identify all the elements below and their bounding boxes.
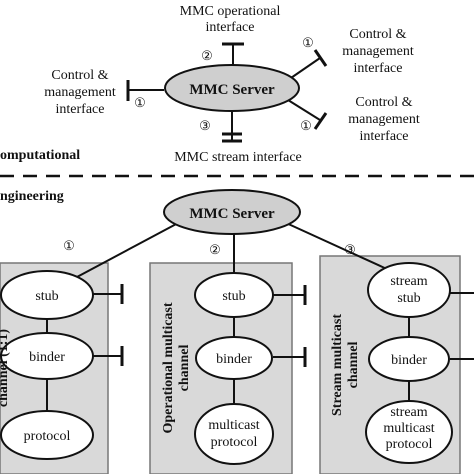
stream-interface-label: MMC stream interface <box>174 150 302 165</box>
right-top-marker: ① <box>302 35 314 50</box>
left-control-label-3: interface <box>56 102 105 117</box>
stream-binder-node <box>368 336 450 382</box>
computational-label: omputational <box>0 148 80 163</box>
stream-binder-label: binder <box>391 353 427 368</box>
operational-interface-label-1: MMC operational <box>180 4 281 19</box>
op-protocol-node <box>194 403 274 465</box>
bottom-mmc-server-label: MMC Server <box>189 206 275 222</box>
stream-protocol-node <box>365 400 453 464</box>
engineering-label: ngineering <box>0 189 64 204</box>
left-control-marker: ① <box>134 95 146 110</box>
left-control-label-1: Control & <box>51 68 108 83</box>
left-stub-label: stub <box>35 289 58 304</box>
op-binder-node <box>195 336 273 380</box>
op-protocol-label-2: protocol <box>211 435 258 450</box>
left-binder-node <box>0 332 94 380</box>
view-divider: omputational ngineering <box>0 148 474 204</box>
top-mmc-server-label: MMC Server <box>189 82 275 98</box>
stream-stub-label-2: stub <box>397 291 420 306</box>
marker-3-top: ③ <box>199 118 211 133</box>
left-binder-label: binder <box>29 350 65 365</box>
top-mmc-server-node <box>164 64 300 112</box>
left-channel-side-label: channel (1:1) <box>0 329 11 408</box>
bottom-marker-1: ① <box>63 238 75 253</box>
bottom-mmc-server-node <box>163 189 301 235</box>
right-bottom-control-label-3: interface <box>360 129 409 144</box>
right-top-control-stem <box>287 57 321 81</box>
operational-interface-label-2: interface <box>206 20 255 35</box>
engineering-view: MMC Server ① ② ③ stub binder protocol ch… <box>0 189 474 474</box>
right-top-control-bar <box>313 49 328 67</box>
computational-view: MMC Server MMC operational interface ② ①… <box>44 4 420 165</box>
right-top-control-label-3: interface <box>354 61 403 76</box>
link-server-stream <box>283 221 401 276</box>
stream-protocol-label-3: protocol <box>386 437 433 452</box>
stream-stub-label-1: stream <box>390 274 427 289</box>
op-stub-label: stub <box>222 289 245 304</box>
right-bottom-control-label-1: Control & <box>355 95 412 110</box>
op-channel-side-label-2: channel <box>177 345 192 392</box>
op-channel-side-label-1: Operational multicast <box>161 302 176 433</box>
right-bottom-control-label-2: management <box>348 112 420 127</box>
stream-channel-side-label-1: Stream multicast <box>330 314 345 416</box>
right-top-control-label-2: management <box>342 44 414 59</box>
stream-channel-side-label-2: channel <box>346 342 361 389</box>
stream-stub-node <box>367 262 451 318</box>
stream-protocol-label-1: stream <box>390 405 427 420</box>
left-protocol-label: protocol <box>24 429 71 444</box>
left-control-label-2: management <box>44 85 116 100</box>
left-stub-node <box>0 270 94 320</box>
stream-protocol-label-2: multicast <box>383 421 434 436</box>
op-protocol-label-1: multicast <box>208 418 259 433</box>
bottom-marker-2: ② <box>209 242 221 257</box>
marker-2-top: ② <box>201 48 213 63</box>
right-top-control-label-1: Control & <box>349 27 406 42</box>
right-bottom-marker: ① <box>300 118 312 133</box>
op-binder-label: binder <box>216 352 252 367</box>
right-bottom-control-stem <box>287 99 321 121</box>
right-bottom-control-bar <box>313 112 328 130</box>
op-stub-node <box>194 272 274 318</box>
left-protocol-node <box>0 410 94 460</box>
bottom-marker-3: ③ <box>344 242 356 257</box>
